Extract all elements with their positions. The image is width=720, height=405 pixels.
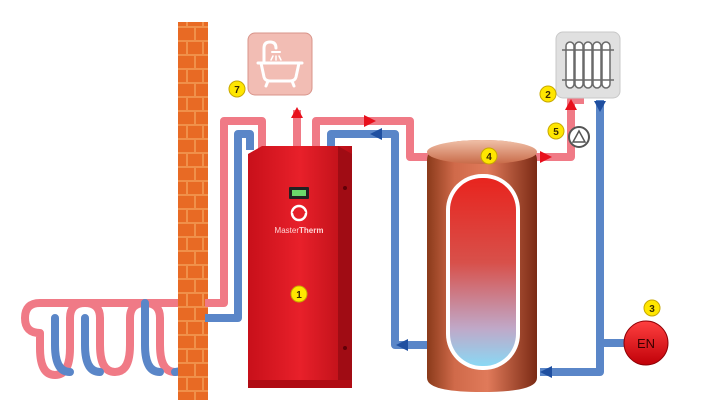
- marker-4: 4: [480, 147, 498, 165]
- pipe-radiator-return: [540, 100, 604, 376]
- expansion-vessel: EN: [623, 320, 669, 366]
- pipe-unit-hot-out: [312, 117, 440, 161]
- storage-tank: [427, 140, 537, 392]
- arrow-bottom-return: [540, 366, 552, 378]
- svg-text:7: 7: [234, 85, 240, 96]
- svg-text:2: 2: [545, 90, 551, 101]
- markers: 1 2 3 4 5 7: [228, 80, 661, 317]
- pipe-floor-hot: [205, 117, 266, 307]
- svg-text:4: 4: [486, 152, 492, 163]
- heat-pump-unit: MasterTherm: [248, 146, 352, 388]
- pipes-radiator: [534, 96, 625, 376]
- marker-7: 7: [228, 80, 246, 98]
- marker-1: 1: [290, 285, 308, 303]
- radiator-icon: [562, 41, 614, 89]
- svg-text:3: 3: [649, 304, 655, 315]
- bathtub-icon: [256, 40, 304, 88]
- arrow-cold-left: [370, 128, 382, 140]
- pipe-floor-cold: [205, 130, 254, 322]
- pump-icon: [568, 126, 590, 148]
- logo-icon: [290, 204, 308, 222]
- marker-2: 2: [539, 85, 557, 103]
- brick-wall: [178, 22, 208, 400]
- pipe-tank-to-radiator: [534, 96, 584, 161]
- marker-5: 5: [547, 122, 565, 140]
- arrow-up-bath: [291, 107, 303, 118]
- flow-arrows: [364, 99, 606, 378]
- arrow-hot-right: [364, 115, 376, 127]
- arrow-radiator-in: [565, 99, 577, 110]
- radiator: [555, 31, 621, 99]
- svg-text:1: 1: [296, 290, 302, 301]
- arrow-tank-out: [540, 151, 552, 163]
- bathtub: [247, 32, 313, 96]
- arrow-radiator-out: [594, 101, 606, 112]
- brand-name: MasterTherm: [275, 226, 324, 235]
- arrow-tank-return: [396, 339, 408, 351]
- expansion-vessel-label: EN: [637, 336, 655, 351]
- marker-3: 3: [643, 299, 661, 317]
- pipes-floor-to-unit: [205, 117, 266, 322]
- display-icon: [289, 187, 309, 199]
- svg-text:5: 5: [553, 127, 559, 138]
